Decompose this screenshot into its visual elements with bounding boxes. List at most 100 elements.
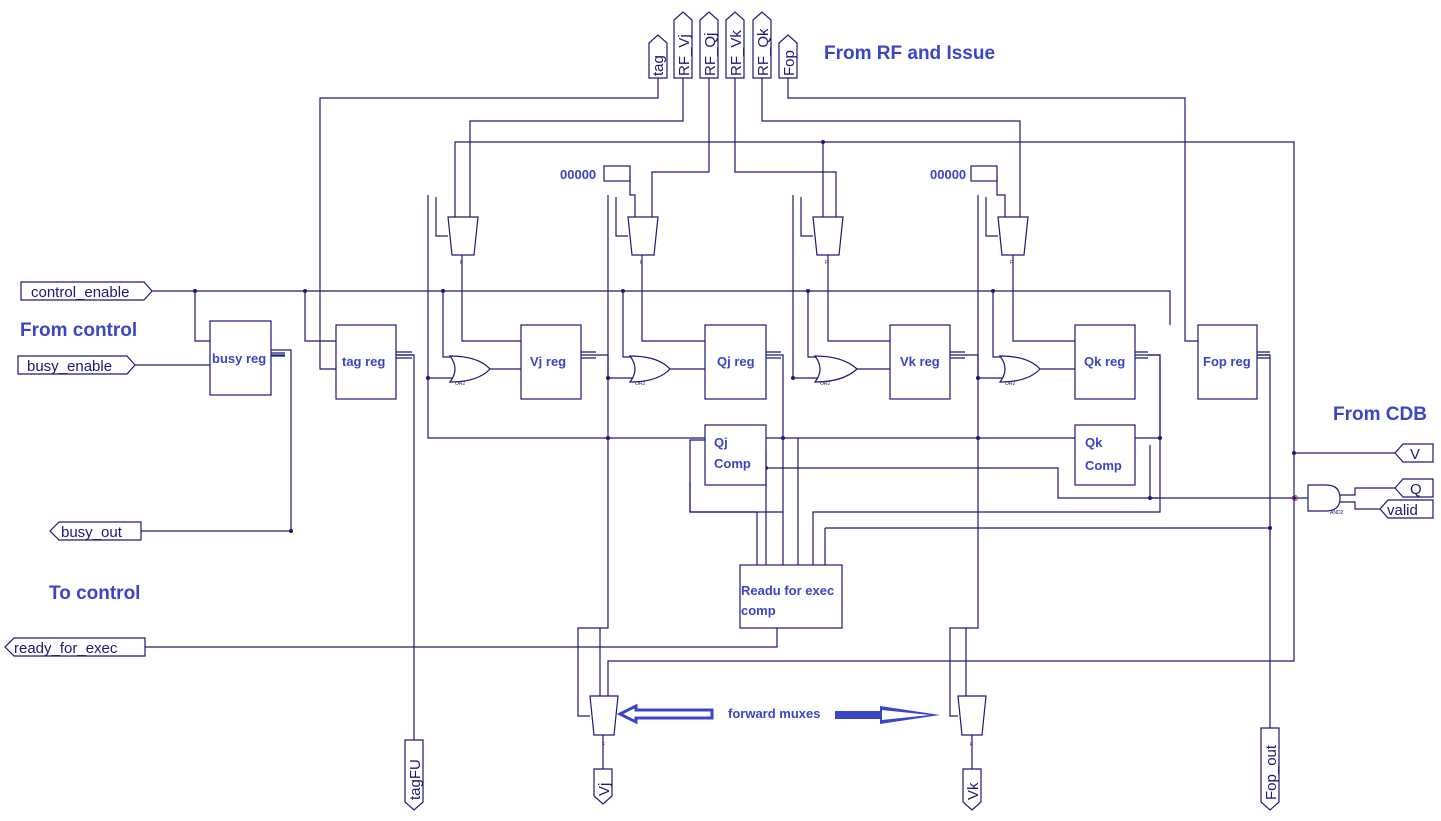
svg-text:Readu for exec: Readu for exec (741, 583, 834, 598)
forward-mux-vj: F (589, 695, 619, 748)
qj-comparator: Qj Comp (704, 424, 767, 486)
pin-valid: valid (1379, 499, 1434, 519)
svg-text:Qj reg: Qj reg (717, 354, 755, 369)
bottom-output-pins: tagFU Vj Vk Fop_out (404, 727, 1280, 811)
pin-control-enable: control_enable (20, 281, 153, 301)
svg-text:ready_for_exec: ready_for_exec (14, 640, 118, 657)
qk-register: Qk reg (1074, 324, 1148, 400)
or-gate-vj (448, 355, 491, 383)
tag-register: tag reg (335, 324, 412, 400)
pin-vj: Vj (593, 768, 613, 805)
svg-text:RF_Qj: RF_Qj (702, 33, 719, 76)
svg-text:tag reg: tag reg (342, 354, 385, 369)
constants: 00000 00000 (560, 165, 998, 182)
mux-qj: F (627, 216, 659, 266)
or-gates: OR2 OR2 OR2 OR2 (448, 355, 1041, 387)
or-gate-qk (998, 355, 1041, 383)
svg-text:RF_Vj: RF_Vj (676, 34, 693, 76)
pin-vk: Vk (962, 768, 982, 811)
const-box-qj (603, 165, 631, 182)
forward-mux-vk: F (957, 695, 987, 748)
svg-text:Fop_out: Fop_out (1263, 744, 1280, 800)
svg-text:control_enable: control_enable (31, 284, 129, 301)
top-muxes: F F F F (447, 216, 1029, 266)
svg-text:tagFU: tagFU (407, 759, 424, 800)
pin-busy-enable: busy_enable (17, 355, 136, 375)
section-labels: From RF and Issue From control To contro… (20, 43, 1427, 721)
mux-qk: F (997, 216, 1029, 266)
svg-text:OR2: OR2 (820, 381, 831, 387)
svg-text:Comp: Comp (714, 456, 751, 471)
right-ports: V Q valid (1379, 443, 1434, 519)
pin-rf-vj: RF_Vj (673, 11, 693, 79)
or-gate-vk (813, 355, 858, 383)
svg-text:OR2: OR2 (455, 381, 466, 387)
svg-text:busy reg: busy reg (212, 351, 266, 366)
pin-fop-out: Fop_out (1260, 727, 1280, 811)
qj-register: Qj reg (704, 324, 781, 400)
left-ports: control_enable busy_enable busy_out read… (4, 281, 153, 657)
svg-text:Fop reg: Fop reg (1203, 354, 1251, 369)
and-gate-cdb: AND2 (1292, 484, 1344, 516)
comparators: Qj Comp Qk Comp (704, 424, 1136, 486)
pin-ready-for-exec: ready_for_exec (4, 637, 146, 657)
svg-text:busy_out: busy_out (61, 524, 123, 541)
svg-text:V: V (1410, 446, 1420, 463)
top-input-pins: tag RF_Vj RF_Qj RF_Vk RF_Qk Fop (648, 11, 798, 79)
label-to-control: To control (49, 583, 140, 604)
arrow-left-icon (616, 703, 714, 725)
busy-register: busy reg (209, 320, 285, 396)
label-from-cdb: From CDB (1333, 404, 1427, 425)
svg-text:Q: Q (1410, 481, 1422, 498)
pin-tagfu: tagFU (404, 739, 424, 811)
or-gate-qj (628, 355, 671, 383)
svg-text:comp: comp (741, 603, 776, 618)
svg-text:busy_enable: busy_enable (27, 358, 112, 375)
forward-arrows (616, 703, 940, 725)
svg-text:00000: 00000 (560, 167, 596, 182)
svg-text:Vj: Vj (596, 783, 613, 796)
pin-fop: Fop (778, 34, 798, 79)
pin-rf-qj: RF_Qj (699, 11, 719, 79)
qk-comparator: Qk Comp (1074, 424, 1136, 486)
forward-muxes: F F (589, 695, 987, 748)
svg-text:OR2: OR2 (1005, 381, 1016, 387)
pin-busy-out: busy_out (49, 521, 142, 541)
svg-text:Fop: Fop (781, 50, 798, 76)
svg-text:F: F (602, 742, 605, 748)
const-box-qk (970, 165, 998, 182)
svg-text:OR2: OR2 (635, 381, 646, 387)
wires (135, 78, 1403, 769)
svg-text:Comp: Comp (1085, 458, 1122, 473)
svg-text:Vk: Vk (965, 782, 982, 800)
vj-register: Vj reg (520, 324, 596, 400)
mux-vj: F (447, 216, 479, 266)
fop-register: Fop reg (1197, 324, 1270, 400)
svg-text:Qk reg: Qk reg (1084, 354, 1125, 369)
pin-rf-qk: RF_Qk (752, 11, 772, 79)
pin-rf-vk: RF_Vk (725, 11, 745, 79)
svg-text:00000: 00000 (930, 167, 966, 182)
registers: busy reg tag reg Vj reg Qj reg Vk reg Qk… (209, 320, 1270, 400)
vk-register: Vk reg (889, 324, 965, 400)
junction-dots (193, 140, 1296, 533)
svg-text:valid: valid (1387, 502, 1418, 519)
label-from-rf-issue: From RF and Issue (824, 43, 995, 64)
svg-text:F: F (825, 260, 828, 266)
pin-q: Q (1394, 478, 1434, 498)
pin-v: V (1394, 443, 1434, 463)
svg-text:F: F (460, 260, 463, 266)
svg-text:F: F (1010, 260, 1013, 266)
pin-tag: tag (648, 34, 668, 79)
svg-text:Qj: Qj (714, 435, 728, 450)
ready-for-exec-block: Readu for exec comp (739, 564, 843, 629)
svg-text:RF_Vk: RF_Vk (728, 30, 745, 76)
mux-vk: F (812, 216, 844, 266)
svg-text:RF_Qk: RF_Qk (755, 28, 772, 76)
svg-text:Vj reg: Vj reg (530, 354, 566, 369)
label-from-control: From control (20, 320, 137, 341)
svg-text:F: F (640, 260, 643, 266)
svg-text:tag: tag (650, 55, 667, 76)
svg-text:Vk reg: Vk reg (900, 354, 940, 369)
